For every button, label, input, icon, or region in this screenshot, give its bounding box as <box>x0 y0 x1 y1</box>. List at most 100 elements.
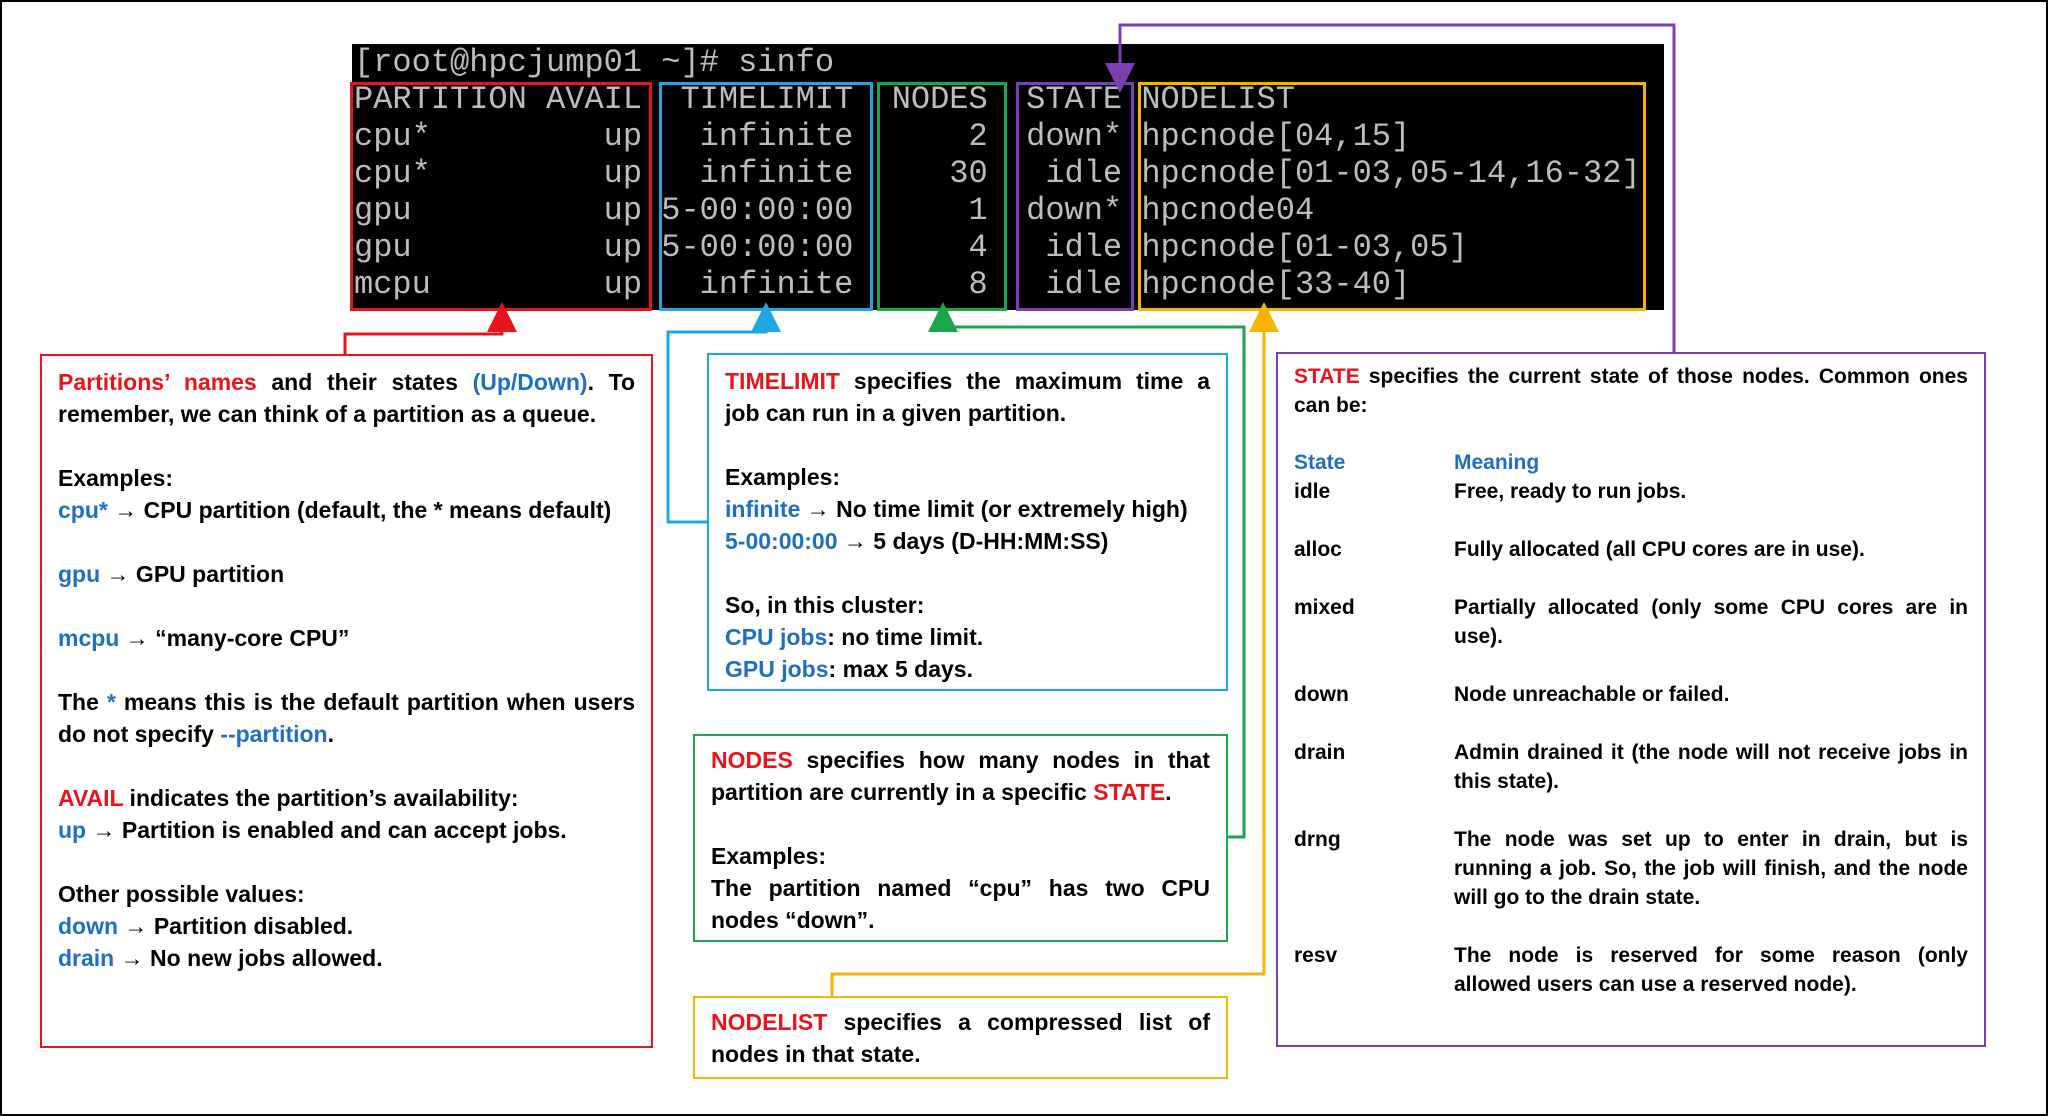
gpu-jobs-note: GPU jobs: max 5 days. <box>725 653 1210 685</box>
example-5-days: 5-00:00:00 → 5 days (D-HH:MM:SS) <box>725 525 1210 557</box>
text: : max 5 days. <box>828 656 973 682</box>
partition-intro: Partitions’ names and their states (Up/D… <box>58 366 635 430</box>
other-values-heading: Other possible values: <box>58 881 305 907</box>
text: specifies the maximum time a job can run… <box>725 368 1210 426</box>
nodelist-highlight <box>1138 82 1646 311</box>
timelimit-connector <box>666 302 781 524</box>
keyword: STATE <box>1093 779 1166 805</box>
text: means this is the default partition when… <box>58 689 636 747</box>
partitions-names-keyword: Partitions’ names <box>58 369 257 395</box>
terminal-row: cpu* up infinite 2 down* hpcnode[04,15] <box>354 118 1411 155</box>
text: indicates the partition’s availability: <box>123 785 519 811</box>
terminal-prompt-line: [root@hpcjump01 ~]# sinfo <box>354 44 835 81</box>
state-highlight <box>1016 82 1134 311</box>
text: . To remember, we can think of a partiti… <box>58 369 636 427</box>
text: → Partition disabled. <box>118 913 354 939</box>
nodelist-explanation-box: NODELIST specifies a compressed list of … <box>693 996 1228 1079</box>
text: : no time limit. <box>827 624 984 650</box>
state-name: mixed <box>1294 596 1355 619</box>
partition-connector <box>343 302 517 356</box>
state-row-drain: drain Admin drained it (the node will no… <box>1294 738 1968 796</box>
terminal-header-line: PARTITION AVAIL TIMELIMIT NODES STATE NO… <box>354 81 1295 118</box>
meaning-column-header: Meaning <box>1454 451 1540 474</box>
text: → Partition is enabled and can accept jo… <box>86 817 567 843</box>
terminal-window <box>352 44 1664 310</box>
text: → CPU partition (default, the * means de… <box>107 497 612 523</box>
nodelist-connector <box>830 302 1279 996</box>
keyword: NODELIST <box>711 1009 828 1035</box>
state-name: drng <box>1294 828 1341 851</box>
example-cpu: cpu* → CPU partition (default, the * mea… <box>58 494 635 526</box>
avail-down: down → Partition disabled. <box>58 910 635 942</box>
timelimit-explanation-box: TIMELIMIT specifies the maximum time a j… <box>707 353 1228 691</box>
state-column-header: State <box>1294 451 1346 474</box>
keyword: GPU jobs <box>725 656 829 682</box>
state-connector <box>1105 23 1676 353</box>
terminal-row: gpu up 5-00:00:00 1 down* hpcnode04 <box>354 192 1315 229</box>
example-infinite: infinite → No time limit (or extremely h… <box>725 493 1210 525</box>
keyword: NODES <box>711 747 793 773</box>
state-explanation-box: STATE specifies the current state of tho… <box>1276 352 1986 1047</box>
text: specifies the current state of those nod… <box>1294 365 1968 417</box>
keyword: cpu* <box>58 497 108 523</box>
terminal-row: mcpu up infinite 8 idle hpcnode[33-40] <box>354 266 1411 303</box>
examples-heading: Examples: <box>725 464 841 490</box>
timelimit-intro: TIMELIMIT specifies the maximum time a j… <box>725 365 1210 429</box>
keyword: drain <box>58 945 115 971</box>
text: → “many-core CPU” <box>119 625 350 651</box>
nodes-example: The partition named “cpu” has two CPU no… <box>711 875 1210 933</box>
state-name: down <box>1294 683 1349 706</box>
state-meaning: The node is reserved for some reason (on… <box>1454 944 1968 996</box>
state-intro: STATE specifies the current state of tho… <box>1294 362 1968 420</box>
keyword: STATE <box>1294 365 1360 388</box>
text: → No new jobs allowed. <box>114 945 383 971</box>
text: . <box>327 721 334 747</box>
cluster-heading: So, in this cluster: <box>725 592 925 618</box>
state-row-drng: drng The node was set up to enter in dra… <box>1294 825 1968 912</box>
examples-heading: Examples: <box>711 843 827 869</box>
state-meaning: Free, ready to run jobs. <box>1454 480 1687 503</box>
state-meaning: Node unreachable or failed. <box>1454 683 1730 706</box>
state-name: resv <box>1294 944 1338 967</box>
nodes-intro: NODES specifies how many nodes in that p… <box>711 744 1210 808</box>
examples-heading: Examples: <box>58 465 174 491</box>
keyword: AVAIL <box>58 785 124 811</box>
keyword: TIMELIMIT <box>725 368 840 394</box>
partition-explanation-box: Partitions’ names and their states (Up/D… <box>40 354 653 1048</box>
state-name: drain <box>1294 741 1346 764</box>
state-meaning: Fully allocated (all CPU cores are in us… <box>1454 538 1865 561</box>
default-partition-note: The * means this is the default partitio… <box>58 686 635 750</box>
keyword: * <box>106 689 116 715</box>
text: and their states <box>256 369 473 395</box>
nodes-explanation-box: NODES specifies how many nodes in that p… <box>693 734 1228 942</box>
keyword: down <box>58 913 119 939</box>
text: → GPU partition <box>100 561 285 587</box>
text: → 5 days (D-HH:MM:SS) <box>837 528 1109 554</box>
state-row-mixed: mixed Partially allocated (only some CPU… <box>1294 593 1968 651</box>
state-row-alloc: alloc Fully allocated (all CPU cores are… <box>1294 535 1968 564</box>
keyword: gpu <box>58 561 101 587</box>
terminal-row: cpu* up infinite 30 idle hpcnode[01-03,0… <box>354 155 1641 192</box>
text: . <box>1165 779 1172 805</box>
text: specifies a compressed list of nodes in … <box>711 1009 1210 1067</box>
keyword: CPU jobs <box>725 624 828 650</box>
state-meaning: Partially allocated (only some CPU cores… <box>1454 596 1968 648</box>
nodes-connector <box>928 302 1246 839</box>
keyword: mcpu <box>58 625 120 651</box>
nodelist-intro: NODELIST specifies a compressed list of … <box>711 1006 1210 1070</box>
state-row-idle: idle Free, ready to run jobs. <box>1294 477 1968 506</box>
avail-drain: drain → No new jobs allowed. <box>58 942 635 974</box>
text: The <box>58 689 107 715</box>
text: specifies how many nodes in that partiti… <box>711 747 1210 805</box>
up-down-keyword: (Up/Down) <box>472 369 588 395</box>
state-name: alloc <box>1294 538 1342 561</box>
avail-note: AVAIL indicates the partition’s availabi… <box>58 782 635 814</box>
state-meaning: The node was set up to enter in drain, b… <box>1454 828 1968 909</box>
cpu-jobs-note: CPU jobs: no time limit. <box>725 621 1210 653</box>
keyword: --partition <box>220 721 328 747</box>
example-mcpu: mcpu → “many-core CPU” <box>58 622 635 654</box>
state-name: idle <box>1294 480 1331 503</box>
state-table-header: State Meaning <box>1294 448 1968 477</box>
